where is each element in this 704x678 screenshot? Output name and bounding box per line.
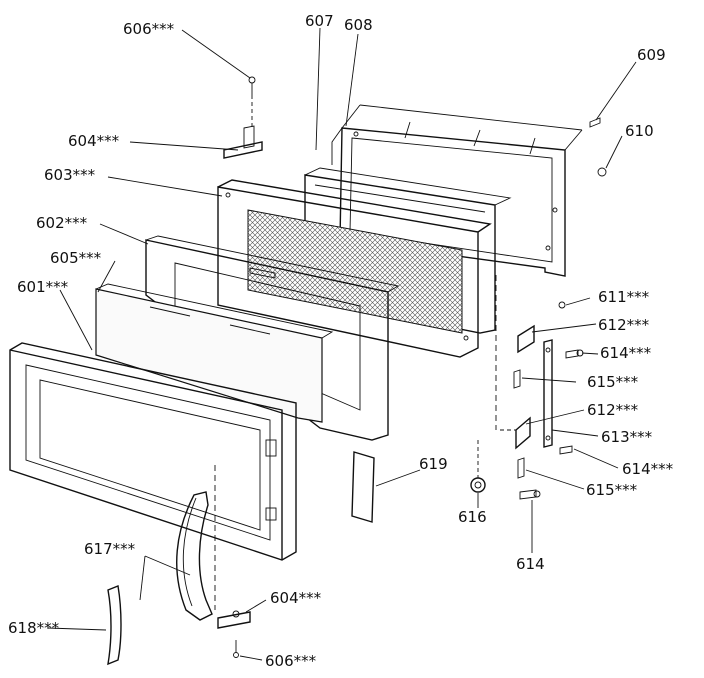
part-604-bottom-bracket: [217, 610, 251, 629]
part-610-screw: [597, 167, 607, 177]
part-606-top-screw: [248, 76, 256, 128]
part-605-glass: [95, 283, 334, 423]
label-619: 619: [419, 455, 448, 473]
part-606-bottom-screw: [233, 640, 239, 658]
label-609: 609: [637, 46, 666, 64]
part-604-top-bracket: [223, 125, 263, 159]
part-615-lower-spring: [517, 457, 525, 479]
label-607: 607: [305, 12, 334, 30]
label-603: 603***: [44, 166, 96, 184]
assembly-lines: [214, 275, 516, 610]
label-615-upper: 615***: [587, 373, 639, 391]
leader-lines: [47, 27, 637, 661]
label-606-top: 606***: [123, 20, 175, 38]
part-labels: 606*** 607 608 609 604*** 610 603*** 602…: [8, 12, 674, 670]
part-614-upper-pin: [565, 349, 584, 359]
label-614-loose: 614: [516, 555, 545, 573]
label-613: 613***: [601, 428, 653, 446]
label-610: 610: [625, 122, 654, 140]
label-602: 602***: [36, 214, 88, 232]
part-619-pad: [351, 451, 375, 523]
part-609-screw: [589, 117, 601, 128]
part-611-screw: [558, 301, 566, 309]
label-616: 616: [458, 508, 487, 526]
label-604-top: 604***: [68, 132, 120, 150]
part-612-upper-hinge-plate: [517, 324, 535, 354]
label-614-lower: 614***: [622, 460, 674, 478]
part-615-upper-spring: [513, 369, 521, 389]
label-605: 605***: [50, 249, 102, 267]
label-608: 608: [344, 16, 373, 34]
label-606-bottom: 606***: [265, 652, 317, 670]
label-612-upper: 612***: [598, 316, 650, 334]
label-617: 617***: [84, 540, 136, 558]
part-614-lower-pin: [559, 445, 573, 455]
label-614-upper: 614***: [600, 344, 652, 362]
part-612-lower-hinge-plate: [515, 416, 531, 450]
part-617-handle: [176, 491, 213, 621]
part-601-door-outer-frame: [9, 342, 297, 561]
part-618-handle-trim: [107, 585, 122, 666]
part-614-loose-pin: [519, 489, 541, 500]
part-613-hinge-arm: [543, 339, 553, 448]
part-616-nut: [470, 477, 486, 493]
label-612-lower: 612***: [587, 401, 639, 419]
label-611: 611***: [598, 288, 650, 306]
label-615-lower: 615***: [586, 481, 638, 499]
label-601: 601***: [17, 278, 69, 296]
part-603-mesh-panel: [217, 179, 492, 358]
label-618: 618***: [8, 619, 60, 637]
label-604-bottom: 604***: [270, 589, 322, 607]
